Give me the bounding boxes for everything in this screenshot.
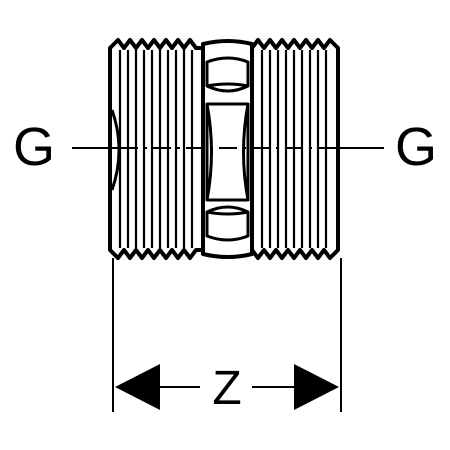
thread-label-right: G [395, 117, 437, 177]
dimension-label-z: Z [212, 362, 241, 415]
left-chamfer [110, 109, 121, 191]
thread-label-left: G [13, 117, 55, 177]
dimension-arrow-right [294, 364, 339, 410]
dimension-arrow-left [115, 364, 160, 410]
hex-nut-facets [205, 56, 250, 242]
